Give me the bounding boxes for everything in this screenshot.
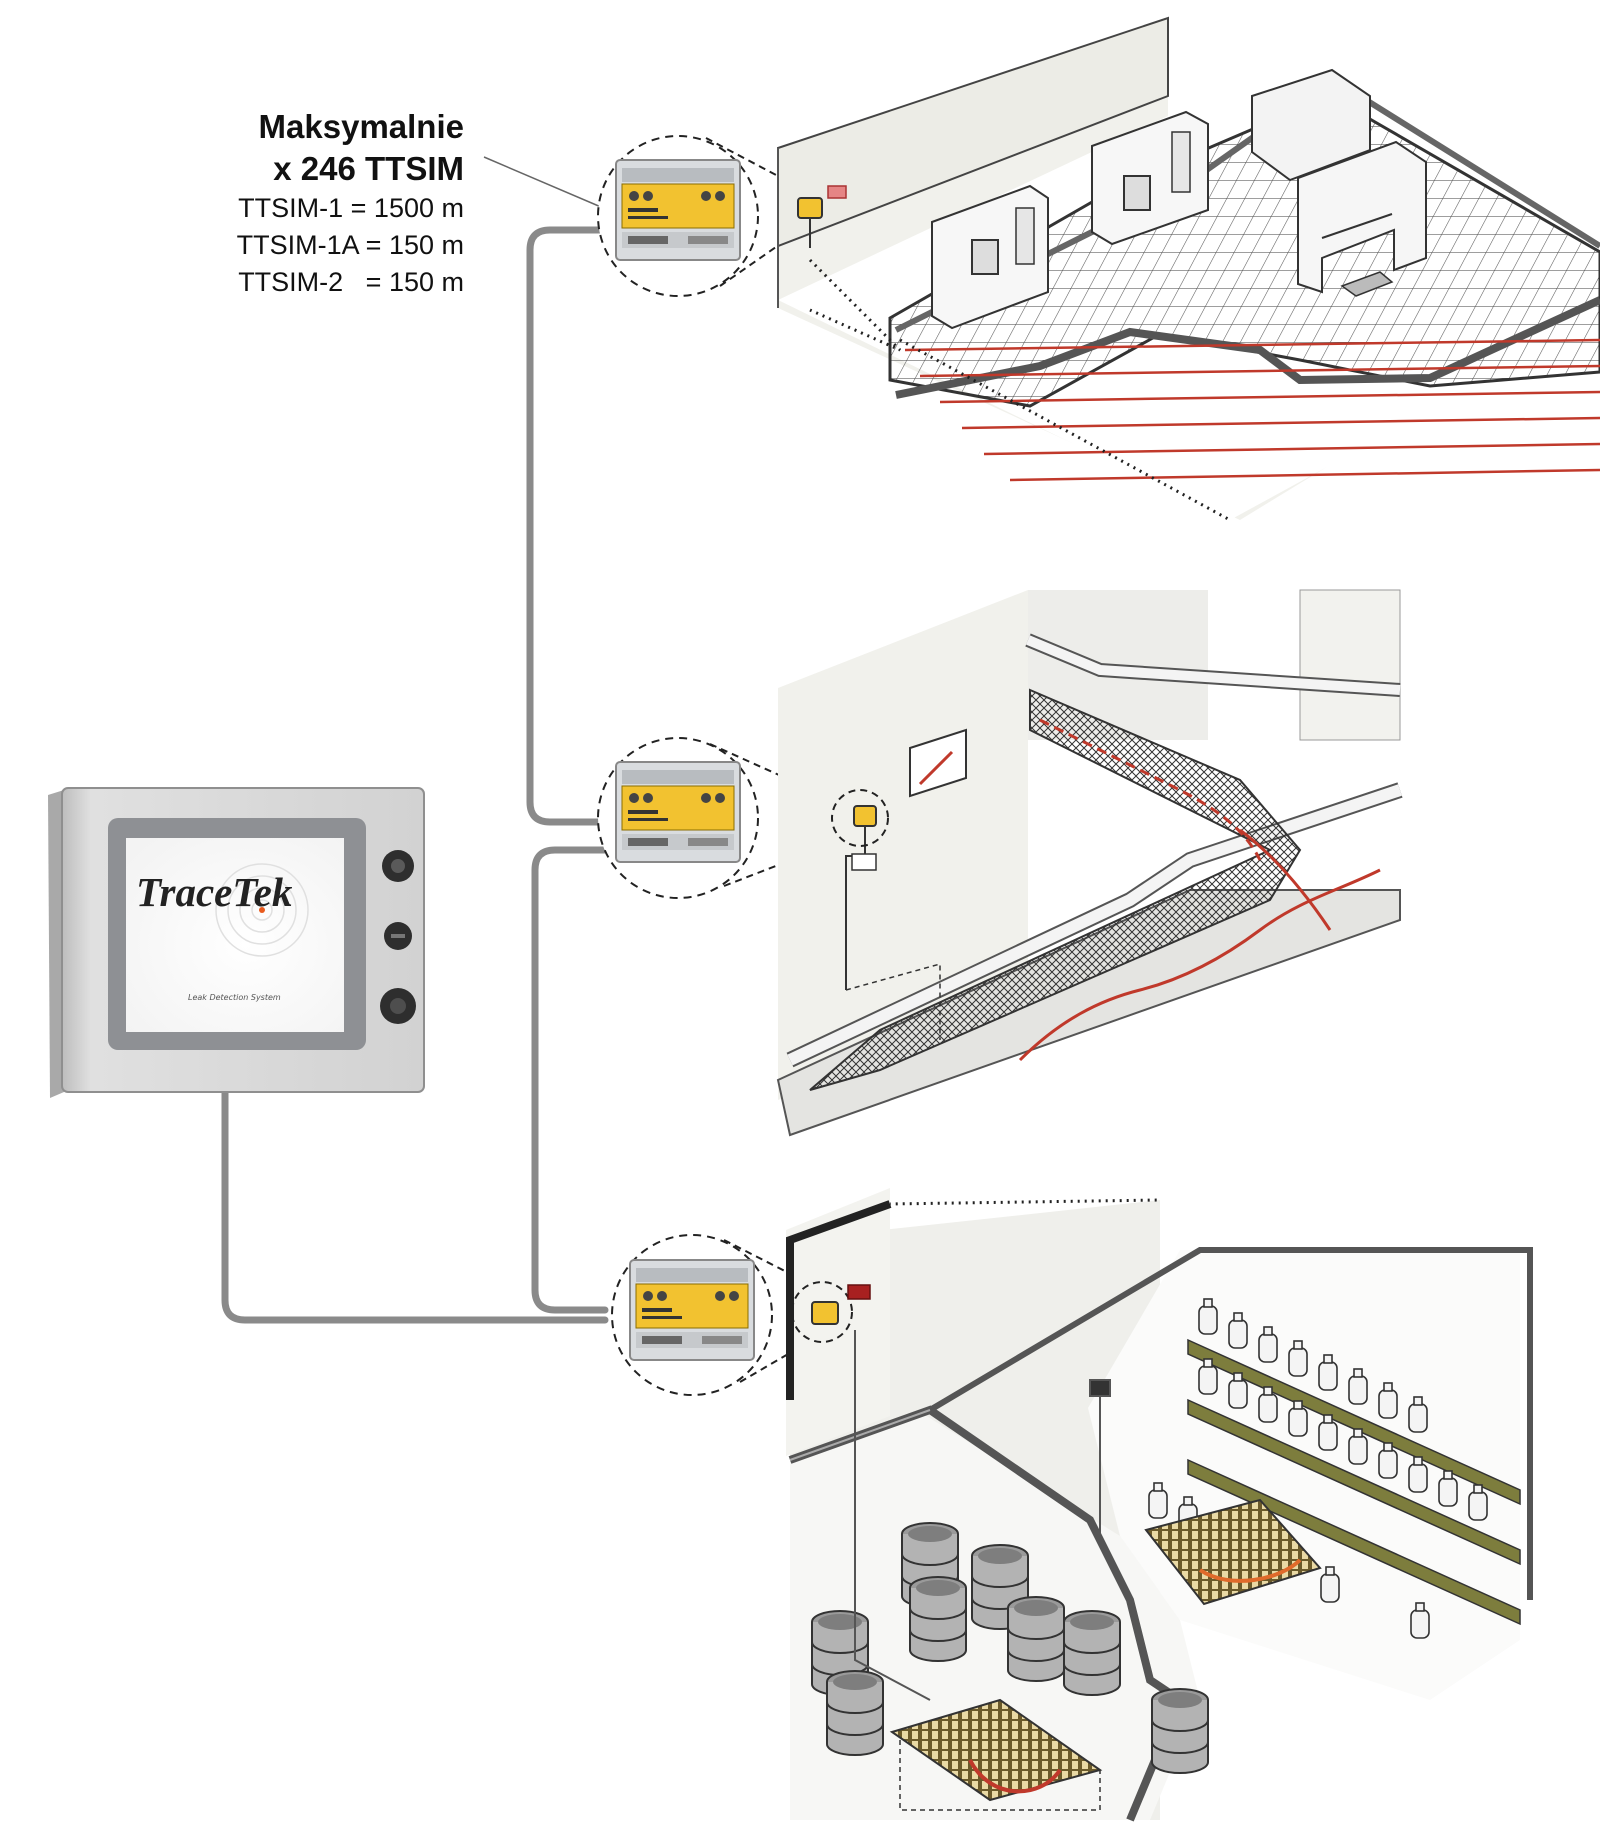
server-rack-icon — [931, 184, 1049, 330]
caption-spec-line: TTSIM-1A = 150 m — [236, 230, 464, 260]
drip-tray-icon — [1144, 1498, 1322, 1606]
capacity-caption: Maksymalnie x 246 TTSIM TTSIM-1 = 1500 m… — [237, 106, 464, 301]
controller-subtitle: Leak Detection System — [188, 993, 281, 1002]
mesh-tray — [809, 688, 1302, 1091]
cable-gland-icon — [382, 850, 414, 882]
network-cables — [221, 226, 609, 1324]
workstation-icon — [1297, 140, 1427, 297]
server-rack-icon — [1091, 110, 1209, 246]
cable-controller-to-module-3 — [221, 1074, 609, 1324]
ttsim-module-3 — [611, 1234, 827, 1396]
scene-server-room — [777, 16, 1600, 522]
alarm-panel-icon — [847, 1284, 871, 1300]
caption-spec-line: TTSIM-1 = 1500 m — [238, 193, 464, 223]
scene-chemical-store — [786, 1188, 1533, 1822]
brand-dot-icon — [259, 907, 265, 913]
poster-icon — [909, 728, 967, 798]
junction-box-callout — [831, 789, 889, 847]
scene-pipe-trench — [776, 589, 1403, 1137]
controller-enclosure: TraceTek Leak Detection System — [48, 787, 425, 1098]
sensing-cable-store — [854, 1330, 1111, 1701]
drip-tray-icon — [889, 1698, 1103, 1811]
caption-pointer-line — [483, 156, 609, 211]
junction-box-callout — [791, 1281, 853, 1343]
sensing-cable-pipe — [1018, 718, 1381, 1062]
shelf-unit — [1148, 1298, 1521, 1639]
controller-brand: TraceTek — [136, 869, 293, 915]
junction-box-icon — [811, 1301, 839, 1325]
cable-module-2-to-module-1 — [526, 226, 609, 826]
controller-screen[interactable] — [126, 838, 344, 1032]
caption-spec-line: TTSIM-2 = 150 m — [238, 267, 464, 297]
junction-box-icon — [845, 805, 877, 990]
cable-module-3-to-module-2 — [531, 846, 609, 1314]
air-handler-icon — [1251, 68, 1371, 182]
indicator-light-icon — [384, 922, 412, 950]
caption-title-line-2: x 246 TTSIM — [273, 150, 464, 187]
signal-waves-icon — [215, 863, 309, 957]
junction-box-icon — [797, 197, 823, 248]
wall-edge — [786, 1200, 892, 1400]
caption-title-line-1: Maksymalnie — [258, 108, 464, 145]
alarm-panel-icon — [827, 185, 847, 199]
key-switch-icon — [380, 988, 416, 1024]
sensing-cable-floor — [904, 338, 1600, 482]
